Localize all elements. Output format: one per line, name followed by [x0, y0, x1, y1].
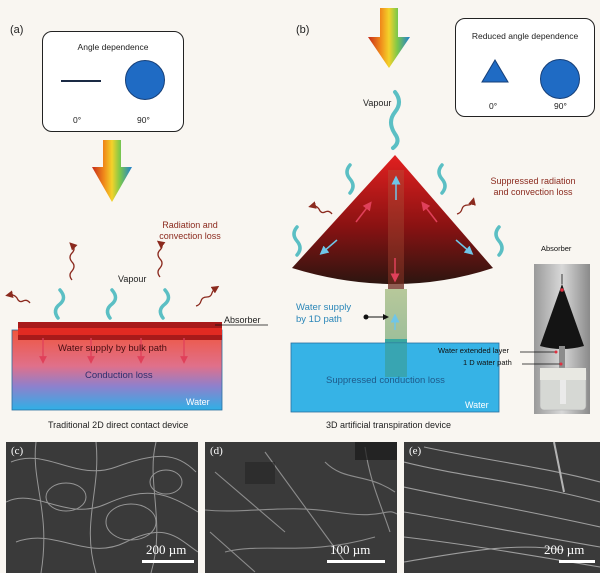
sem-c-label: (c): [11, 445, 24, 457]
radiation-label-line1: Radiation and: [162, 220, 218, 230]
deg-90-label: 90°: [554, 101, 567, 111]
conduction-loss-label: Conduction loss: [85, 370, 153, 381]
water-label: Water: [465, 400, 489, 410]
panel-a-label: (a): [10, 24, 24, 36]
sem-texture: [404, 442, 600, 568]
suppressed-radiation-line2: and convection loss: [493, 187, 573, 197]
water-label: Water: [186, 397, 210, 407]
circle-icon: [540, 59, 580, 99]
sem-image-c: (c) 200 µm: [6, 442, 198, 573]
scale-bar-label: 200 µm: [544, 542, 585, 557]
circle-icon: [125, 60, 165, 100]
vapour-label: Vapour: [118, 274, 147, 284]
sem-image-e: (e) 200 µm: [404, 442, 600, 573]
sunlight-arrow-icon: [368, 8, 410, 68]
sem-e-label: (e): [409, 445, 422, 457]
panel-b-caption: 3D artificial transpiration device: [326, 420, 452, 430]
1d-water-path: [385, 289, 407, 339]
triangle-icon: [481, 59, 509, 83]
suppressed-radiation-label: Suppressed radiation and convection loss: [478, 176, 588, 198]
water-bath-2d: [11, 329, 223, 411]
water-supply-line1: Water supply: [296, 302, 352, 313]
scale-bar-label: 200 µm: [146, 542, 187, 557]
scale-bar: [559, 560, 595, 563]
suppressed-radiation-arrows: [308, 197, 476, 215]
sunlight-arrow-icon: [92, 140, 132, 202]
radiation-convection-label: Radiation and convection loss: [140, 220, 240, 242]
deg-0-label: 0°: [489, 101, 498, 111]
vapour-wisps: [53, 288, 171, 320]
device-photo: [520, 264, 590, 414]
water-supply-line2: by 1D path: [296, 314, 342, 325]
absorber-label: Absorber: [224, 315, 261, 325]
radiation-label-line2: convection loss: [159, 231, 221, 241]
suppressed-conduction-label: Suppressed conduction loss: [326, 375, 445, 386]
inset-title: Angle dependence: [77, 42, 149, 52]
scale-bar: [327, 560, 385, 563]
inset-title: Reduced angle dependence: [471, 31, 579, 41]
panel-a-caption: Traditional 2D direct contact device: [48, 420, 189, 430]
flat-line-icon: [61, 80, 101, 82]
vapour-label: Vapour: [363, 98, 392, 108]
scale-bar-label: 100 µm: [330, 542, 371, 557]
deg-0-label: 0°: [73, 115, 82, 125]
deg-90-label: 90°: [137, 115, 150, 125]
sem-texture: [205, 442, 397, 573]
angle-dependence-inset: Angle dependence 0° 90°: [42, 31, 184, 132]
photo-extended-layer-label: Water extended layer: [438, 346, 510, 355]
sem-image-d: (d) 100 µm: [205, 442, 397, 573]
vapour-wisps: [292, 163, 504, 257]
water-supply-1d-label: Water supply by 1D path: [296, 302, 351, 326]
photo-water-path-label: 1 D water path: [463, 358, 512, 367]
sem-d-label: (d): [210, 445, 223, 457]
panel-b-label: (b): [296, 24, 310, 36]
vapour-wisp: [389, 90, 401, 150]
photo-absorber-label: Absorber: [541, 244, 572, 253]
suppressed-radiation-line1: Suppressed radiation: [490, 176, 576, 186]
reduced-angle-dependence-inset: Reduced angle dependence 0° 90°: [455, 18, 595, 117]
radiation-loss-arrows: [5, 240, 220, 307]
scale-bar: [142, 560, 194, 563]
sem-texture: [6, 442, 198, 573]
water-supply-bulk-label: Water supply by bulk path: [58, 343, 167, 354]
